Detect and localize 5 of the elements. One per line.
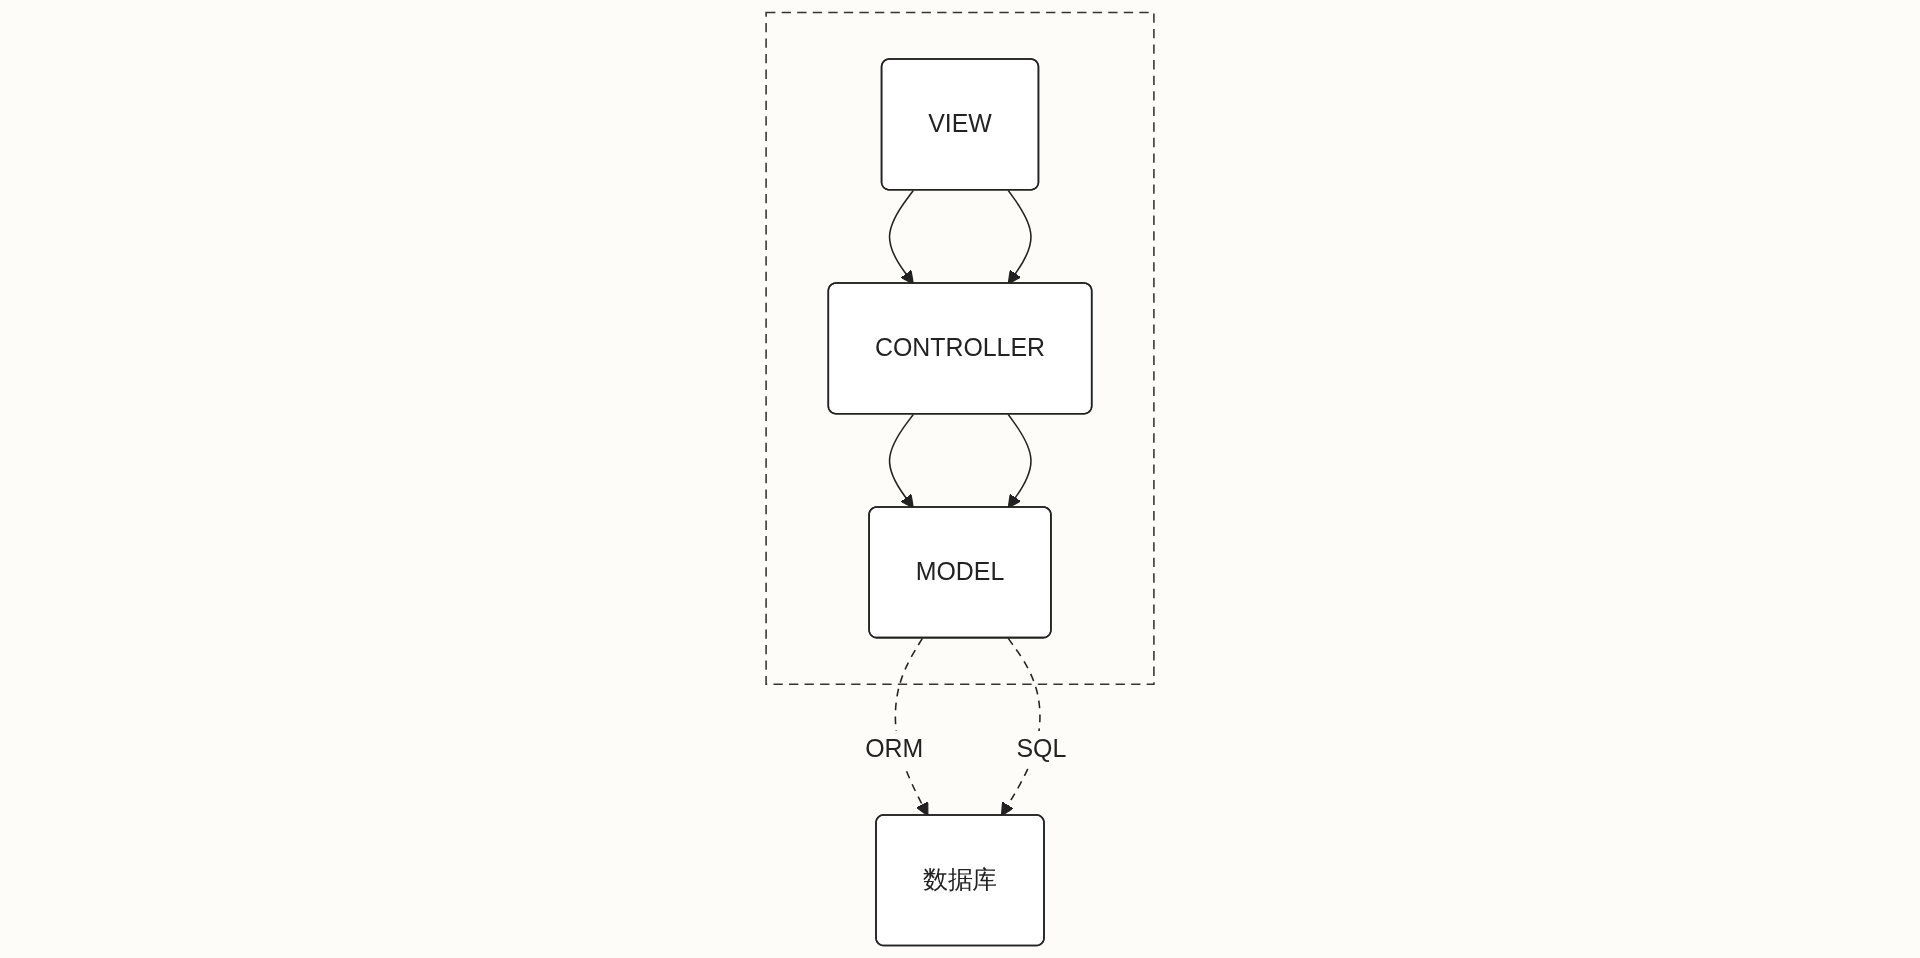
edge-label: ORM [865, 735, 924, 763]
arrow [888, 189, 915, 285]
cluster [765, 11, 1155, 686]
edge-label: SQL [1016, 735, 1067, 763]
arrow [1007, 189, 1032, 285]
